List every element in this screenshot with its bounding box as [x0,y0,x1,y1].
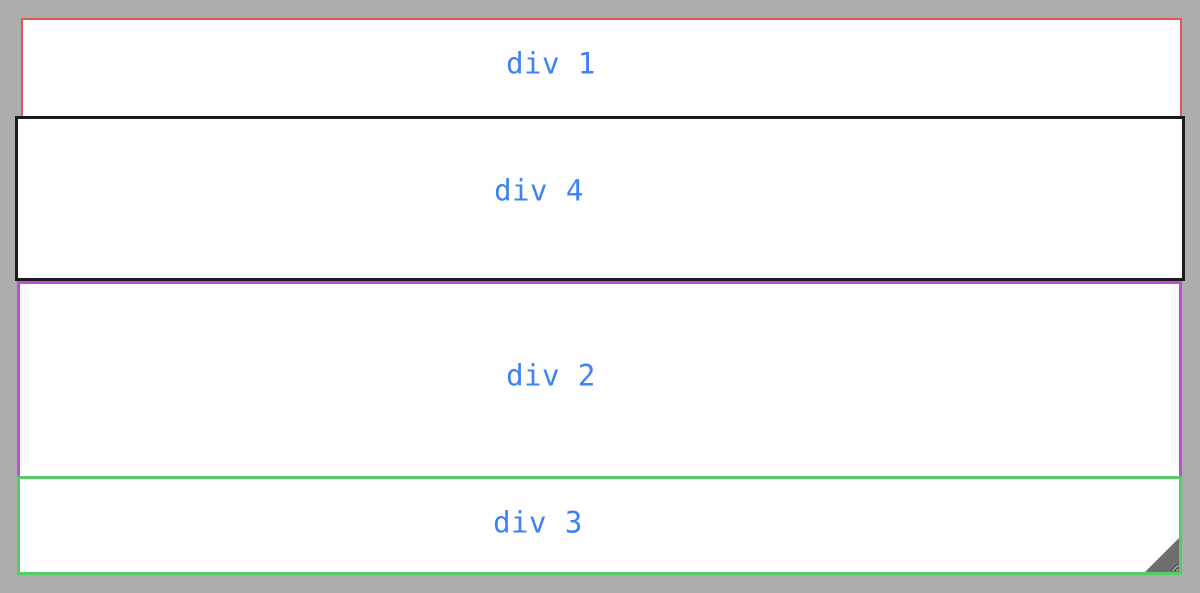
box-div-1-label: div 1 [506,46,596,81]
box-div-3[interactable]: div 3 [17,476,1182,575]
box-div-4-label: div 4 [494,173,584,208]
box-div-2[interactable]: div 2 [17,281,1182,479]
resize-handle-icon[interactable] [1145,538,1179,572]
box-div-3-label: div 3 [493,505,583,540]
box-div-2-label: div 2 [506,358,596,393]
box-div-4[interactable]: div 4 [15,116,1185,281]
box-div-1[interactable]: div 1 [21,18,1182,118]
